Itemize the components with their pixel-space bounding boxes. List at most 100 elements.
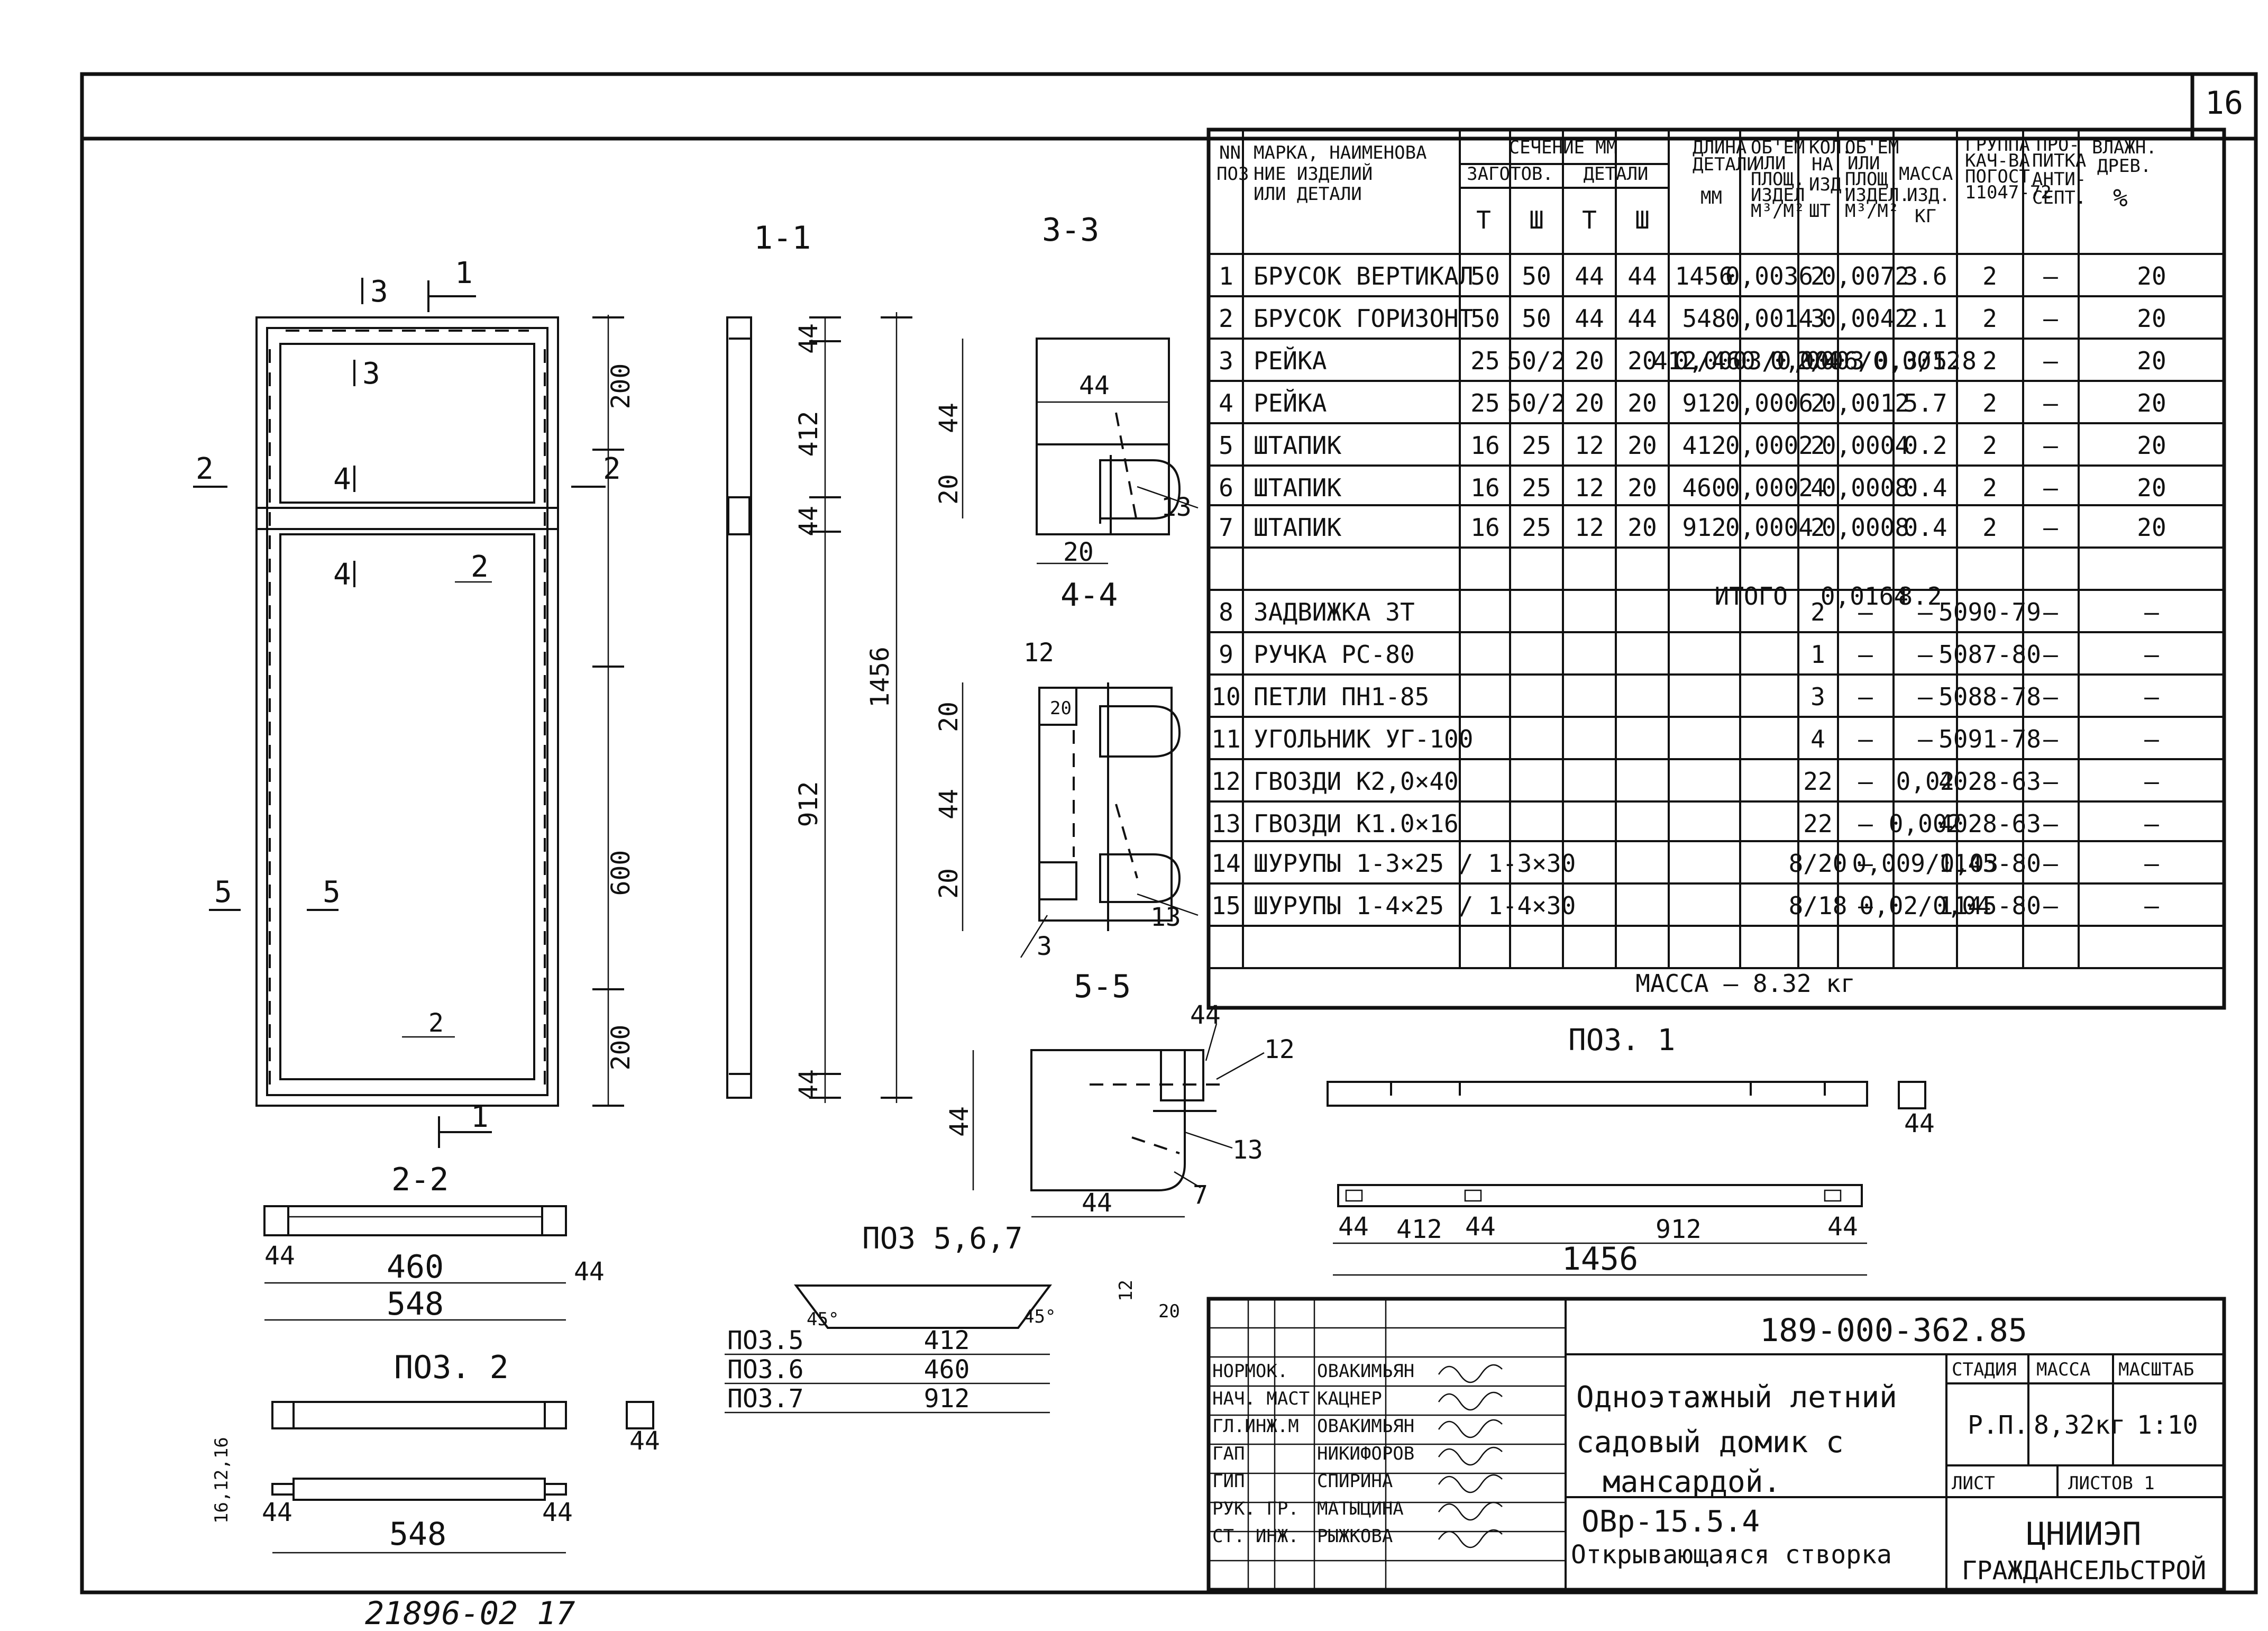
svg-text:25: 25 <box>1522 473 1551 502</box>
svg-text:20: 20 <box>1627 473 1657 502</box>
svg-text:1145-80: 1145-80 <box>1938 849 2041 878</box>
svg-text:ИЗДЕЛ.: ИЗДЕЛ. <box>1845 185 1910 206</box>
svg-text:2: 2 <box>471 550 489 584</box>
svg-text:2: 2 <box>1219 304 1233 333</box>
svg-text:—: — <box>2043 725 2058 753</box>
svg-text:5.7: 5.7 <box>1903 389 1947 417</box>
pos-1-detail: ПОЗ. 1 44 44 412 44 912 44 1456 <box>1327 1023 1935 1278</box>
staff-name: ОВАКИМЬЯН <box>1317 1361 1414 1382</box>
svg-text:—: — <box>2043 767 2058 796</box>
svg-text:44: 44 <box>1575 304 1604 333</box>
svg-text:44: 44 <box>794 506 824 536</box>
svg-text:44: 44 <box>574 1257 605 1287</box>
hdr-name: МАРКА, НАИМЕНОВА <box>1254 142 1427 163</box>
svg-text:АНТИ-: АНТИ- <box>2032 169 2086 190</box>
doc-code: 189-000-362.85 <box>1760 1312 2027 1349</box>
svg-text:0,0002: 0,0002 <box>1725 431 1813 460</box>
svg-text:5-5: 5-5 <box>1074 968 1131 1005</box>
svg-text:13: 13 <box>1161 493 1192 522</box>
svg-text:0,0003/0,0003: 0,0003/0,0003 <box>1674 347 1864 375</box>
svg-text:13: 13 <box>1211 809 1240 838</box>
svg-text:44: 44 <box>1465 1212 1496 1242</box>
org-name: ЦНИИЭП <box>2027 1516 2142 1553</box>
mass-total: МАССА — 8.32 кг <box>1635 969 1855 998</box>
staff-role: НАЧ. МАСТ <box>1212 1388 1310 1409</box>
svg-text:ПЕТЛИ ПН1-85: ПЕТЛИ ПН1-85 <box>1254 682 1429 711</box>
svg-text:44: 44 <box>629 1426 660 1456</box>
svg-text:548: 548 <box>389 1516 446 1553</box>
svg-text:7: 7 <box>1193 1180 1208 1210</box>
hdr-detail: ДЕТАЛИ <box>1584 163 1649 185</box>
svg-text:460: 460 <box>924 1355 970 1384</box>
svg-text:0.4: 0.4 <box>1903 473 1947 502</box>
svg-text:0.4: 0.4 <box>1903 513 1947 542</box>
total-mass: 8.2 <box>1898 582 1942 611</box>
svg-text:2: 2 <box>1982 513 1997 542</box>
svg-text:М³/М²: М³/М² <box>1845 201 1899 222</box>
svg-text:ПОЗ.6: ПОЗ.6 <box>727 1355 804 1384</box>
svg-text:—: — <box>1858 725 1873 753</box>
svg-text:22: 22 <box>1803 767 1832 796</box>
svg-text:25: 25 <box>1522 431 1551 460</box>
section-3-3: 3-3 44 44 20 20 13 4-4 <box>934 212 1199 614</box>
staff-name: РЫЖКОВА <box>1317 1526 1393 1547</box>
svg-text:2: 2 <box>1810 389 1825 417</box>
svg-text:МАСШТАБ: МАСШТАБ <box>2118 1359 2194 1380</box>
svg-text:ПЛОЩ.: ПЛОЩ. <box>1845 169 1899 190</box>
staff-name: ОВАКИМЬЯН <box>1317 1416 1414 1437</box>
svg-text:ДЛИНА: ДЛИНА <box>1693 137 1746 158</box>
page-number: 16 <box>2205 85 2243 122</box>
svg-text:2.1: 2.1 <box>1903 304 1947 333</box>
staff-name: СПИРИНА <box>1317 1471 1393 1492</box>
title-block: 189-000-362.85 Одноэтажный летний садовы… <box>1206 1297 2226 1592</box>
section-5-5: 44 12 13 7 44 44 <box>945 1000 1295 1218</box>
svg-text:1: 1 <box>471 1100 489 1134</box>
svg-text:3: 3 <box>362 357 380 391</box>
svg-text:16: 16 <box>1470 431 1499 460</box>
svg-text:1456: 1456 <box>1562 1241 1639 1278</box>
staff-name: МАТЫЦИНА <box>1317 1498 1404 1519</box>
svg-text:7: 7 <box>1219 513 1233 542</box>
svg-text:БРУСОК ВЕРТИКАЛ: БРУСОК ВЕРТИКАЛ <box>1254 262 1473 290</box>
title-line-2: садовый домик с <box>1576 1425 1844 1460</box>
svg-text:912: 912 <box>924 1384 970 1414</box>
svg-text:44: 44 <box>794 323 824 354</box>
svg-text:ИЛИ: ИЛИ <box>1848 153 1880 174</box>
staff-role: ГЛ.ИНЖ.М <box>1212 1416 1299 1437</box>
svg-text:20: 20 <box>1158 1301 1180 1322</box>
svg-text:44: 44 <box>1904 1109 1935 1138</box>
pos-567-detail: ПОЗ 5,6,7 45° 45° ПОЗ.5 ПОЗ.6 ПОЗ.7 412 … <box>725 1222 1180 1414</box>
svg-text:20: 20 <box>2137 347 2166 375</box>
svg-text:4: 4 <box>333 462 351 497</box>
svg-text:ПРО-: ПРО- <box>2036 134 2080 156</box>
svg-text:Ш: Ш <box>1529 206 1544 234</box>
svg-text:50: 50 <box>1470 304 1499 333</box>
svg-text:—: — <box>2144 809 2159 838</box>
svg-text:44: 44 <box>1079 371 1110 400</box>
svg-text:—: — <box>1858 891 1873 920</box>
svg-text:5: 5 <box>1219 431 1233 460</box>
svg-text:45°: 45° <box>1023 1306 1056 1327</box>
svg-text:4028-63: 4028-63 <box>1938 767 2041 796</box>
svg-text:ШУРУПЫ 1-4×25 / 1-4×30: ШУРУПЫ 1-4×25 / 1-4×30 <box>1254 891 1576 920</box>
sheet-frame <box>80 72 2258 1594</box>
svg-text:БРУСОК ГОРИЗОНТ: БРУСОК ГОРИЗОНТ <box>1254 304 1473 333</box>
svg-text:2: 2 <box>1810 431 1825 460</box>
svg-text:20: 20 <box>1627 431 1657 460</box>
svg-text:3: 3 <box>1810 304 1825 333</box>
svg-text:548: 548 <box>387 1286 444 1323</box>
svg-text:0,0008: 0,0008 <box>1822 473 1909 502</box>
svg-text:ИЛИ ДЕТАЛИ: ИЛИ ДЕТАЛИ <box>1254 184 1362 205</box>
svg-text:460: 460 <box>1682 473 1726 502</box>
svg-text:ШТАПИК: ШТАПИК <box>1254 513 1341 542</box>
title-line-3: мансардой. <box>1603 1465 1781 1499</box>
svg-text:8,32кг: 8,32кг <box>2034 1410 2125 1440</box>
svg-text:12: 12 <box>1115 1280 1137 1301</box>
svg-text:14: 14 <box>1211 849 1240 878</box>
svg-text:—: — <box>1918 640 1933 669</box>
svg-text:4-4: 4-4 <box>1060 577 1118 614</box>
svg-text:—: — <box>1918 598 1933 626</box>
svg-text:—: — <box>2043 304 2058 333</box>
svg-text:СТАДИЯ: СТАДИЯ <box>1952 1359 2017 1380</box>
